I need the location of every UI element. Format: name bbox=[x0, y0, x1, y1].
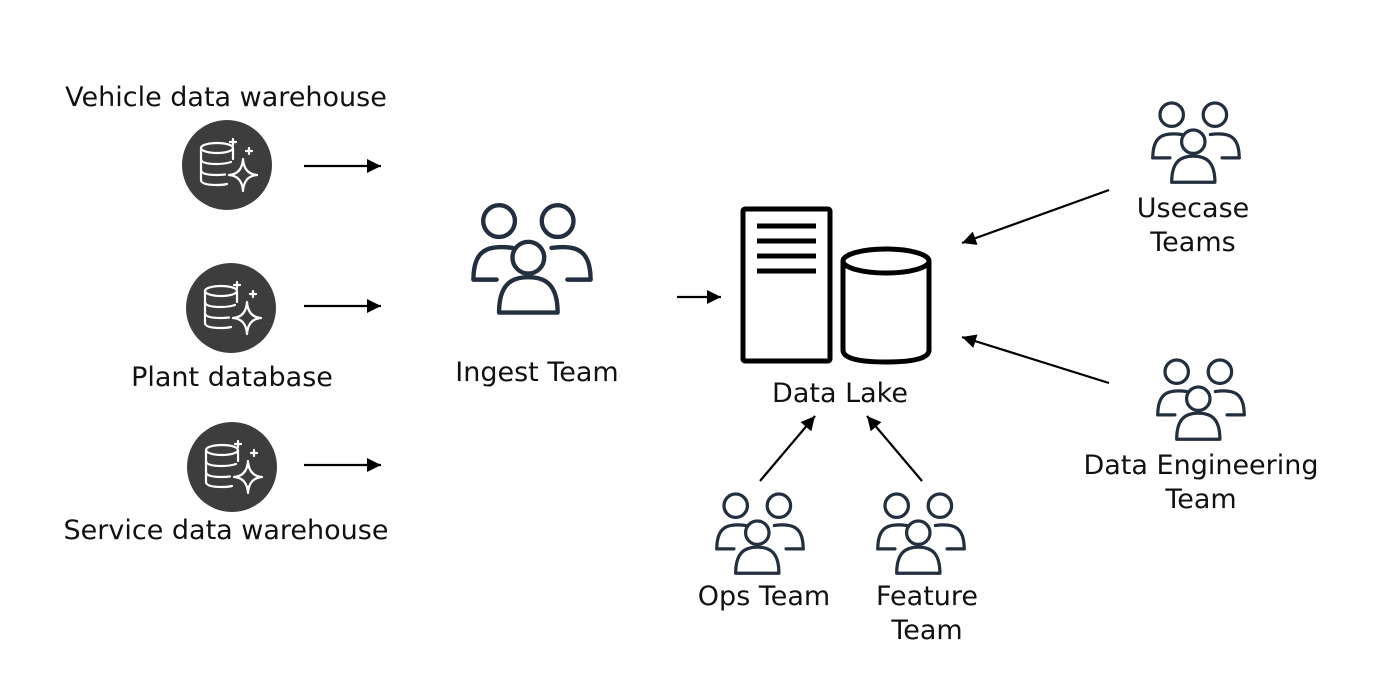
team-icon bbox=[1151, 101, 1241, 184]
team-icon bbox=[876, 492, 966, 575]
arrow-usecase-to-lake bbox=[961, 188, 1110, 245]
ingest-team: Ingest Team bbox=[455, 205, 619, 388]
feature-team-label-line2: Team bbox=[890, 615, 962, 646]
ingest-team-label: Ingest Team bbox=[455, 357, 618, 388]
server-database-icon bbox=[740, 206, 932, 365]
source-service-data-warehouse: Service data warehouse bbox=[64, 420, 389, 546]
data-lake-label: Data Lake bbox=[772, 378, 908, 409]
feature-team-label-line1: Feature bbox=[876, 581, 978, 612]
data-lake: Data Lake bbox=[740, 206, 932, 409]
arrow-ops-to-lake bbox=[759, 415, 816, 482]
database-sparkle-icon bbox=[184, 261, 278, 355]
vehicle-warehouse-label: Vehicle data warehouse bbox=[65, 82, 387, 113]
team-icon bbox=[1156, 358, 1246, 441]
source-plant-database: Plant database bbox=[131, 261, 333, 393]
source-vehicle-data-warehouse: Vehicle data warehouse bbox=[65, 82, 387, 212]
usecase-teams: Usecase Teams bbox=[1137, 101, 1250, 258]
usecase-teams-label-line2: Teams bbox=[1149, 227, 1235, 258]
database-sparkle-icon bbox=[185, 420, 279, 514]
ops-team-label: Ops Team bbox=[698, 581, 830, 612]
team-icon bbox=[715, 492, 805, 575]
service-warehouse-label: Service data warehouse bbox=[64, 515, 389, 546]
ops-team: Ops Team bbox=[698, 492, 830, 612]
usecase-teams-label-line1: Usecase bbox=[1137, 193, 1250, 224]
data-engineering-label-line2: Team bbox=[1164, 484, 1236, 515]
arrow-data-engineering-to-lake bbox=[961, 334, 1110, 385]
database-sparkle-icon bbox=[180, 118, 274, 212]
arrow-feature-to-lake bbox=[866, 415, 923, 482]
data-engineering-team: Data Engineering Team bbox=[1083, 358, 1319, 515]
data-engineering-label-line1: Data Engineering bbox=[1083, 450, 1318, 481]
plant-database-label: Plant database bbox=[131, 362, 333, 393]
feature-team: Feature Team bbox=[876, 492, 978, 646]
team-icon bbox=[473, 205, 590, 312]
